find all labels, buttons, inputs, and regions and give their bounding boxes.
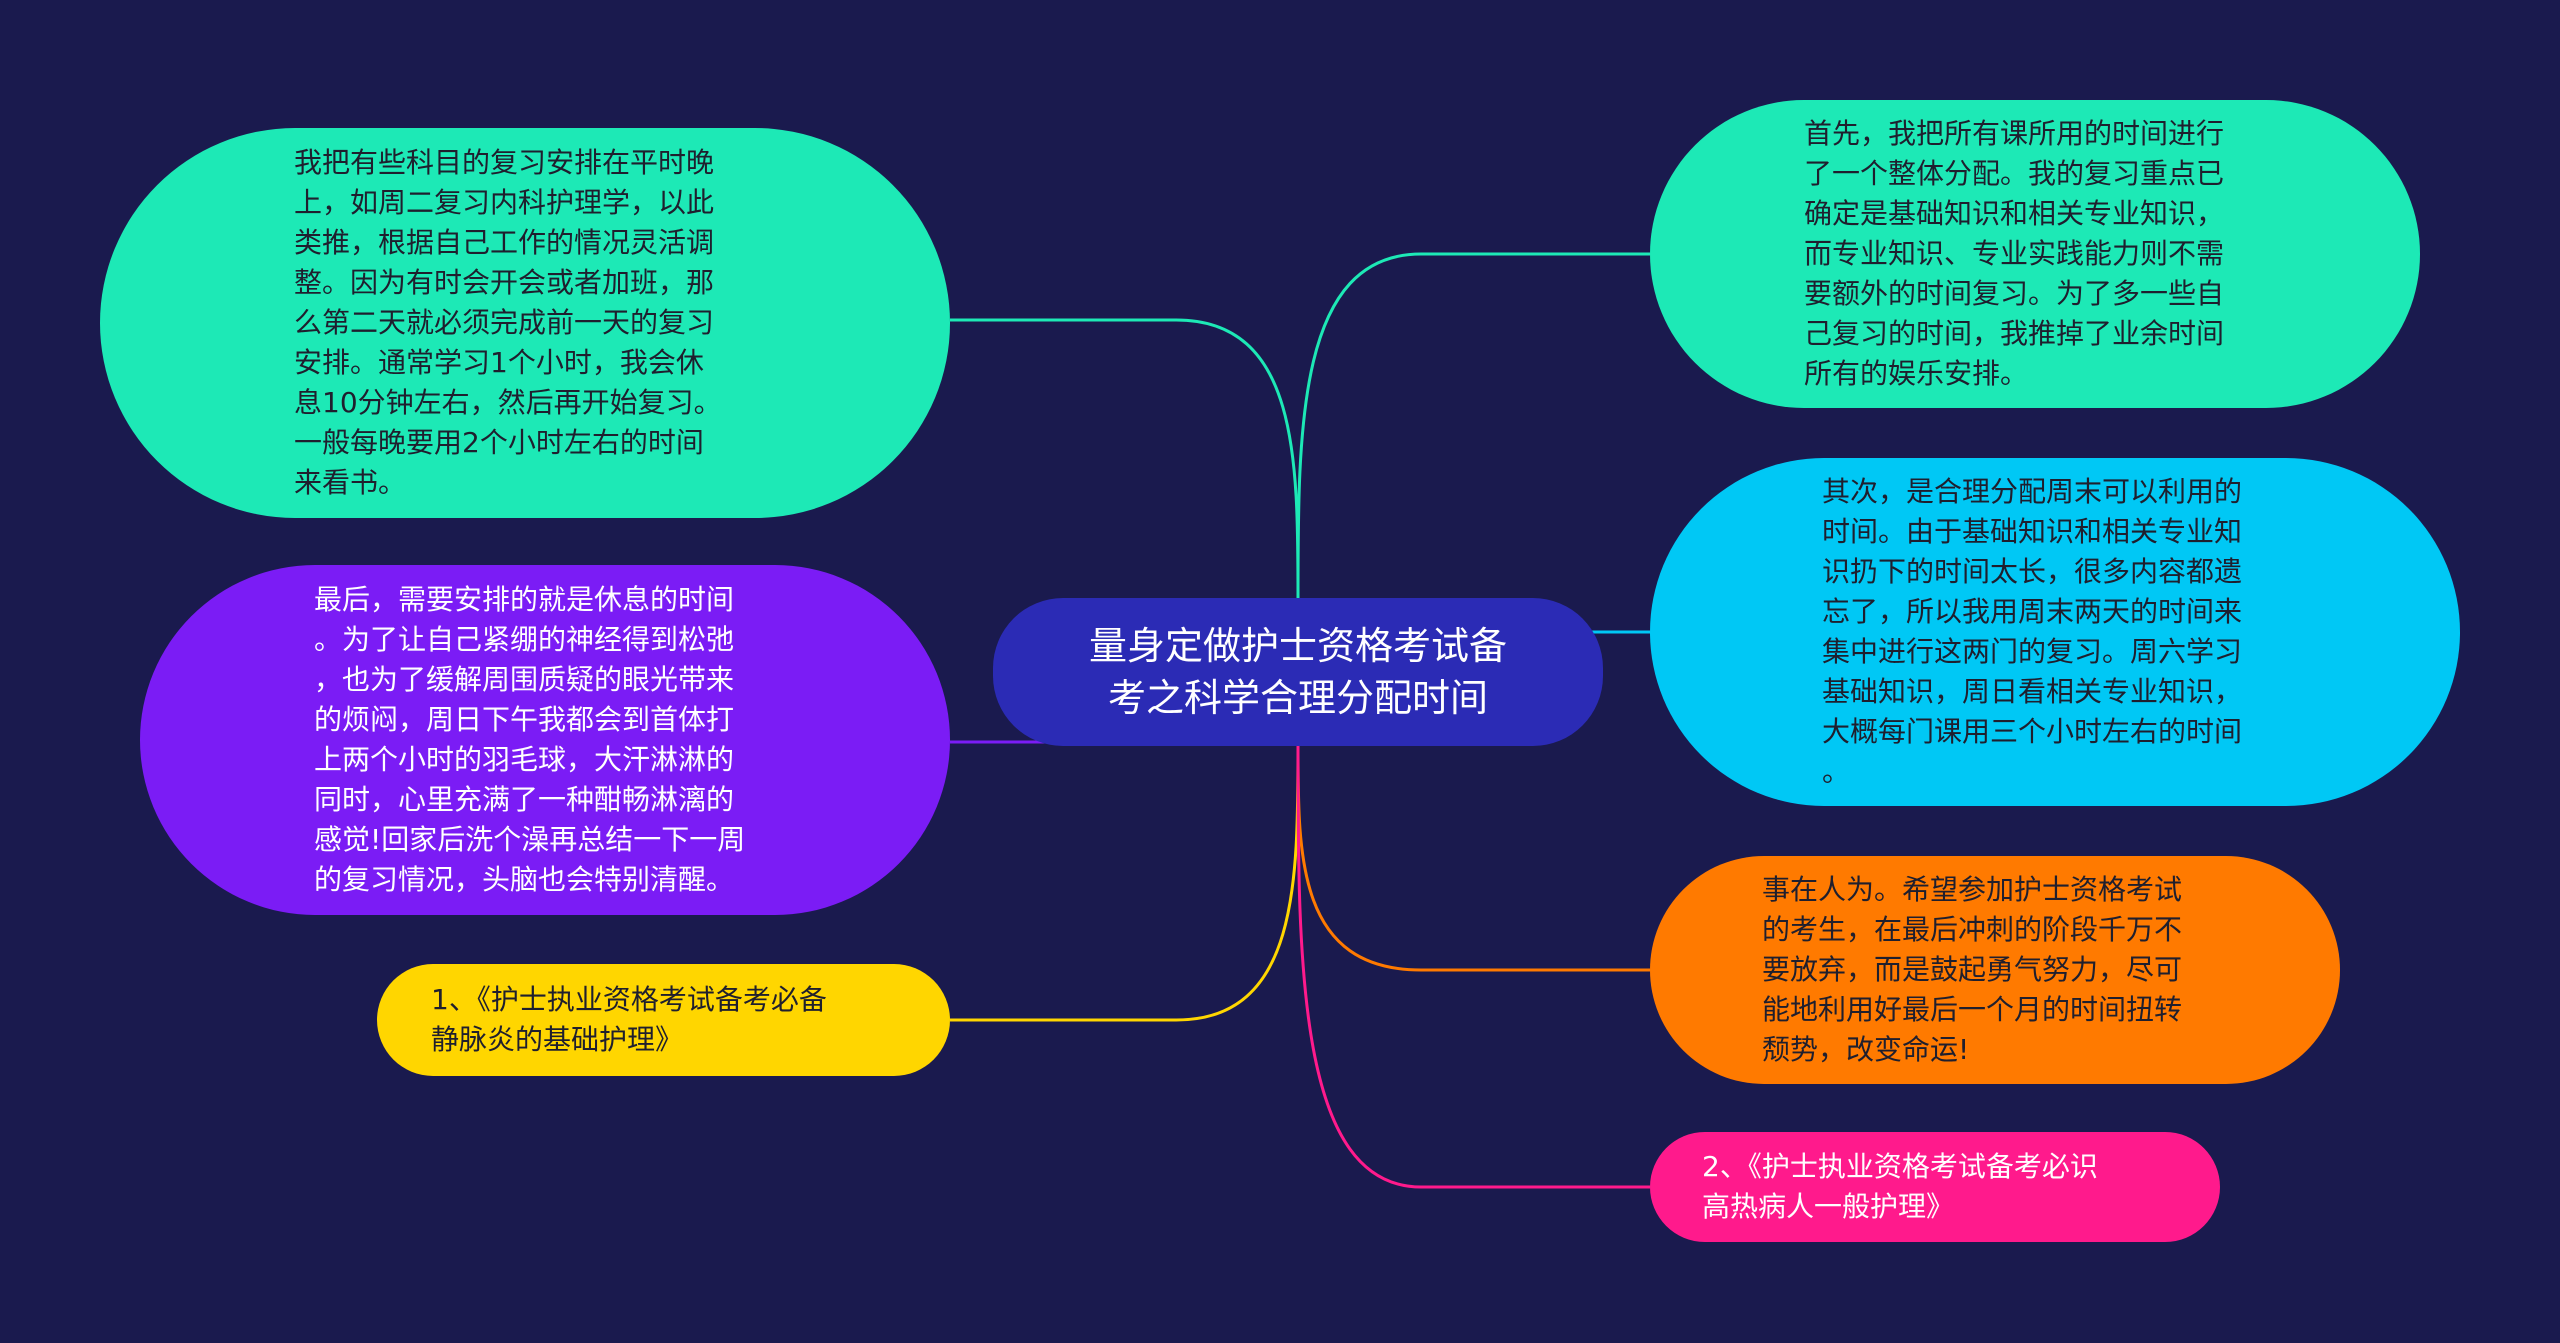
- node-left2[interactable]: 最后，需要安排的就是休息的时间 。为了让自己紧绷的神经得到松弛 ，也为了缓解周围…: [140, 565, 950, 915]
- connector-left1: [950, 318, 1300, 599]
- node-left1[interactable]: 我把有些科目的复习安排在平时晚 上，如周二复习内科护理学，以此 类推，根据自己工…: [100, 128, 950, 518]
- node-right4[interactable]: 2、《护士执业资格考试备考必识 高热病人一般护理》: [1650, 1132, 2220, 1242]
- node-left3-text: 1、《护士执业资格考试备考必备 静脉炎的基础护理》: [431, 983, 827, 1056]
- node-right2[interactable]: 其次，是合理分配周末可以利用的 时间。由于基础知识和相关专业知 识扔下的时间太长…: [1650, 458, 2460, 806]
- connector-right3: [1296, 745, 1650, 972]
- connector-right1: [1296, 252, 1650, 599]
- node-right3-text: 事在人为。希望参加护士资格考试 的考生，在最后冲刺的阶段千万不 要放弃，而是鼓起…: [1762, 873, 2183, 1066]
- node-left3[interactable]: 1、《护士执业资格考试备考必备 静脉炎的基础护理》: [377, 964, 950, 1076]
- node-left1-text: 我把有些科目的复习安排在平时晚 上，如周二复习内科护理学，以此 类推，根据自己工…: [294, 146, 722, 499]
- node-right4-text: 2、《护士执业资格考试备考必识 高热病人一般护理》: [1702, 1150, 2098, 1223]
- central-topic-title: 量身定做护士资格考试备 考之科学合理分配时间: [1088, 624, 1507, 720]
- connector-left3: [950, 745, 1300, 1022]
- node-left2-text: 最后，需要安排的就是休息的时间 。为了让自己紧绷的神经得到松弛 ，也为了缓解周围…: [314, 583, 746, 896]
- node-right1-text: 首先，我把所有课所用的时间进行 了一个整体分配。我的复习重点已 确定是基础知识和…: [1804, 117, 2225, 390]
- node-right2-text: 其次，是合理分配周末可以利用的 时间。由于基础知识和相关专业知 识扔下的时间太长…: [1822, 475, 2243, 788]
- central-topic[interactable]: 量身定做护士资格考试备 考之科学合理分配时间: [993, 598, 1603, 746]
- node-right3[interactable]: 事在人为。希望参加护士资格考试 的考生，在最后冲刺的阶段千万不 要放弃，而是鼓起…: [1650, 856, 2340, 1084]
- node-right1[interactable]: 首先，我把所有课所用的时间进行 了一个整体分配。我的复习重点已 确定是基础知识和…: [1650, 100, 2420, 408]
- connector-right4: [1296, 745, 1650, 1189]
